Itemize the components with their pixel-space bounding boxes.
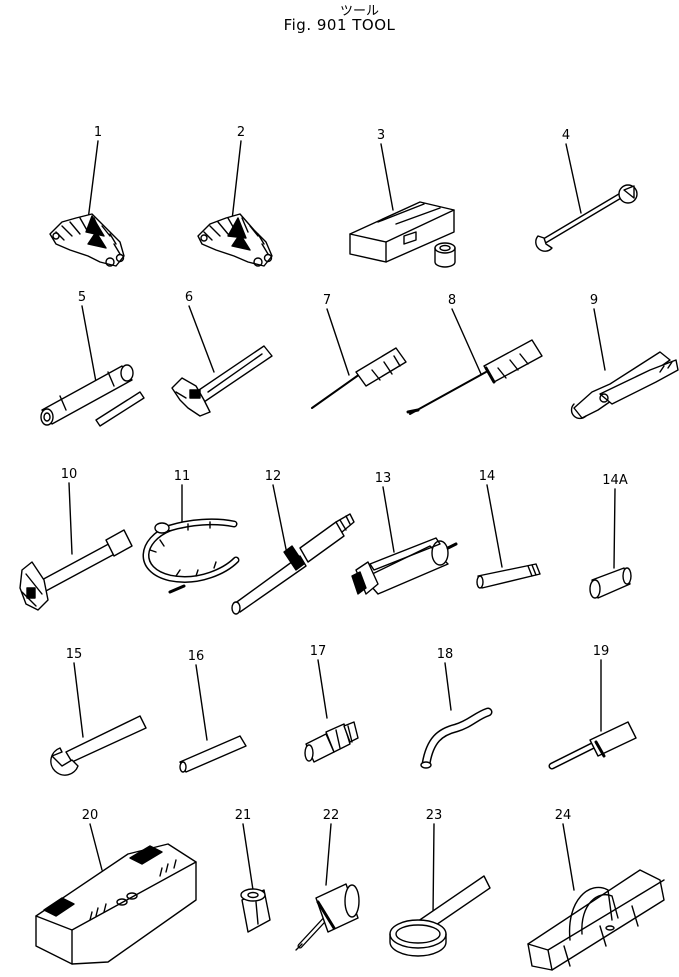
socket-21[interactable] [241,889,270,932]
callout-22[interactable]: 22 [322,808,340,823]
callout-8[interactable]: 8 [447,293,457,308]
adjustable-wrench[interactable] [172,346,272,416]
open-end-wrench[interactable] [51,716,146,775]
tool-case[interactable] [36,844,196,964]
callout-21[interactable]: 21 [234,808,252,823]
leader-lines [69,141,615,916]
bent-tube[interactable] [421,712,488,768]
box-wrench-bar[interactable] [41,365,144,426]
hammer[interactable] [20,530,132,610]
callout-11[interactable]: 11 [173,469,191,484]
socket-14a[interactable] [590,568,631,598]
combination-wrench[interactable] [536,185,637,251]
callout-6[interactable]: 6 [184,290,194,305]
callout-9[interactable]: 9 [589,293,599,308]
hex-key-set-1[interactable] [50,214,124,266]
screwdriver-small[interactable] [312,348,406,408]
tool-bag[interactable] [528,870,664,970]
callout-1[interactable]: 1 [93,125,103,140]
screwdriver-large[interactable] [408,340,542,414]
callout-17[interactable]: 17 [309,644,327,659]
callout-14a[interactable]: 14A [602,473,628,488]
callout-14[interactable]: 14 [478,469,496,484]
pliers[interactable] [572,352,678,418]
callout-7[interactable]: 7 [322,293,332,308]
socket-driver[interactable] [552,722,636,766]
callout-12[interactable]: 12 [264,469,282,484]
figure-title-japanese: ツール [339,4,379,19]
callout-5[interactable]: 5 [77,290,87,305]
hex-key-set-2[interactable] [198,214,272,266]
callout-10[interactable]: 10 [60,467,78,482]
tool-box[interactable] [350,202,455,267]
callout-23[interactable]: 23 [425,808,443,823]
callout-16[interactable]: 16 [187,649,205,664]
callout-18[interactable]: 18 [436,647,454,662]
callout-2[interactable]: 2 [236,125,246,140]
rod-16[interactable] [180,736,246,772]
callout-15[interactable]: 15 [65,647,83,662]
figure-title: Fig. 901 TOOL [283,16,396,34]
callout-3[interactable]: 3 [376,128,386,143]
adapter-17[interactable] [305,722,358,762]
callout-24[interactable]: 24 [554,808,572,823]
grease-hose[interactable] [146,522,236,592]
callout-20[interactable]: 20 [81,808,99,823]
pipe-14[interactable] [477,564,540,588]
extension-socket[interactable] [296,884,359,950]
strap-wrench[interactable] [390,876,490,956]
callout-4[interactable]: 4 [561,128,571,143]
callout-19[interactable]: 19 [592,644,610,659]
grease-gun[interactable] [352,538,456,594]
callout-13[interactable]: 13 [374,471,392,486]
nozzle-tool[interactable] [232,514,354,614]
